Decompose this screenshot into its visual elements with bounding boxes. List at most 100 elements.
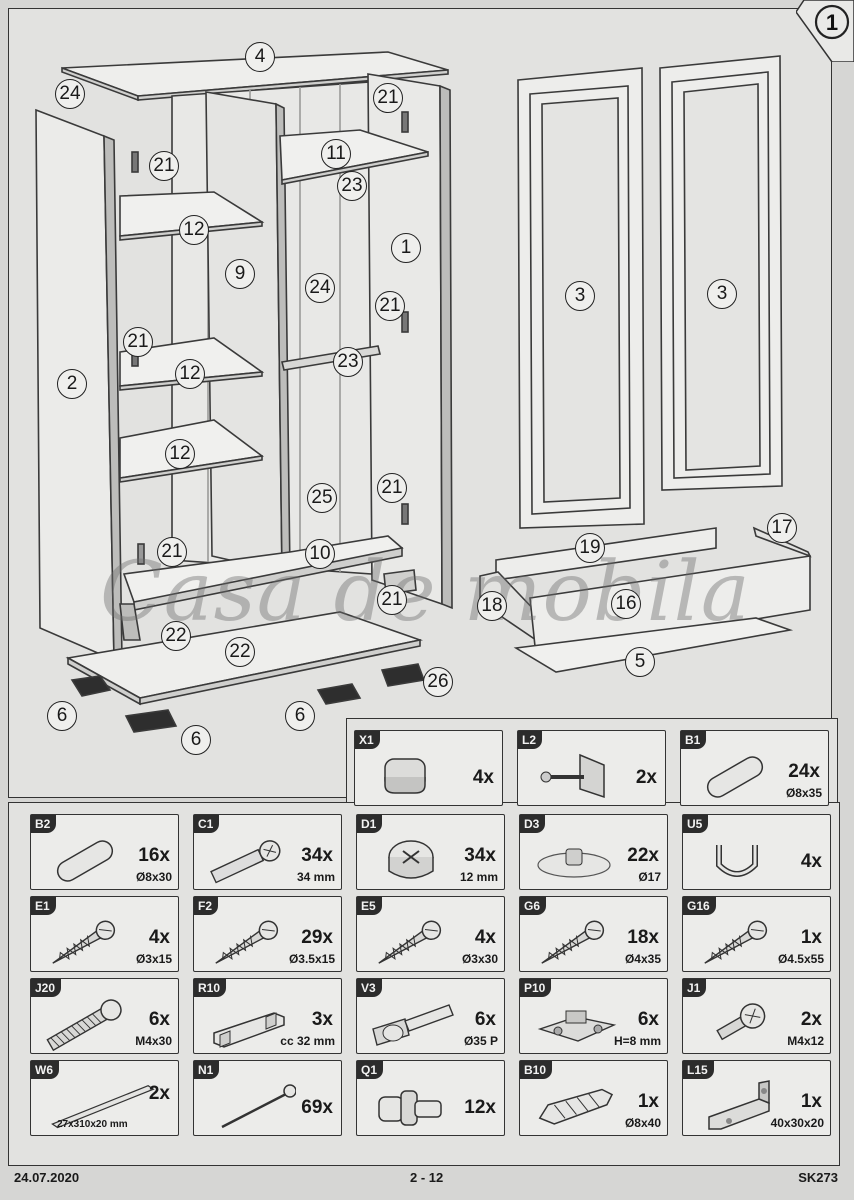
dowel-icon	[706, 756, 764, 798]
part-callout: 11	[321, 139, 351, 169]
hardware-dimension: Ø4x35	[624, 952, 661, 966]
wood-strip-icon	[51, 1085, 155, 1129]
step-marker: 1	[796, 0, 854, 62]
hardware-quantity: 6x	[148, 1009, 170, 1030]
part-callout: 12	[165, 439, 195, 469]
hardware-code: E1	[31, 897, 56, 915]
hardware-dimension: M4x30	[135, 1034, 172, 1048]
hardware-dimension: 27x310x20 mm	[57, 1119, 128, 1130]
cam-bolt-icon	[210, 840, 281, 884]
hinge-icon	[372, 1004, 454, 1046]
hardware-quantity: 6x	[637, 1009, 659, 1030]
hardware-dimension: Ø3x30	[461, 952, 498, 966]
step-number: 1	[826, 10, 838, 35]
part-callout: 5	[625, 647, 655, 677]
cover-cap-icon	[537, 848, 611, 878]
hardware-code: V3	[357, 979, 382, 997]
hardware-quantity: 4x	[148, 927, 170, 948]
part-callout: 18	[477, 591, 507, 621]
hardware-dimension: Ø3.5x15	[288, 952, 335, 966]
part-callout: 17	[767, 513, 797, 543]
hardware-cell-q1: Q1 12x	[356, 1060, 505, 1136]
hardware-code: Q1	[357, 1061, 384, 1079]
part-callout: 21	[149, 151, 179, 181]
dowel-icon	[56, 840, 114, 882]
watermark: Casa de mobila	[100, 545, 751, 640]
cam-lock-icon	[388, 840, 434, 879]
hardware-code: D3	[520, 815, 546, 833]
hardware-code: N1	[194, 1061, 220, 1079]
hardware-quantity: 1x	[637, 1091, 659, 1112]
wardrobe-exploded-view	[35, 51, 812, 733]
hardware-dimension: Ø8x35	[785, 786, 822, 800]
screw-icon	[378, 920, 442, 964]
part-callout: 21	[377, 585, 407, 615]
hardware-dimension: H=8 mm	[613, 1034, 661, 1048]
part-callout: 1	[391, 233, 421, 263]
hardware-quantity: 2x	[800, 1009, 822, 1030]
hardware-quantity: 4x	[800, 851, 822, 872]
hardware-dimension: Ø3x15	[135, 952, 172, 966]
part-callout: 23	[337, 171, 367, 201]
hardware-quantity: 2x	[148, 1083, 170, 1104]
hardware-quantity: 12x	[464, 1097, 496, 1118]
hardware-code: J1	[683, 979, 707, 997]
part-callout: 2	[57, 369, 87, 399]
part-callout: 16	[611, 589, 641, 619]
part-callout: 21	[377, 473, 407, 503]
rail-support-icon	[716, 845, 758, 877]
hardware-quantity: 16x	[138, 845, 170, 866]
screw-icon	[215, 920, 279, 964]
hardware-dimension: 40x30x20	[770, 1116, 824, 1130]
glide-pad-icon	[384, 758, 426, 794]
hardware-dimension: 34 mm	[296, 870, 335, 884]
hardware-code: U5	[683, 815, 709, 833]
part-callout: 21	[375, 291, 405, 321]
handle-icon	[213, 1012, 285, 1048]
hardware-code: L2	[518, 731, 543, 749]
angle-bracket-icon	[708, 1080, 770, 1130]
screw-icon	[704, 920, 768, 964]
part-callout: 6	[47, 701, 77, 731]
hardware-quantity: 4x	[472, 767, 494, 788]
hardware-code: B10	[520, 1061, 553, 1079]
part-callout: 9	[225, 259, 255, 289]
hardware-dimension: Ø35 P	[463, 1034, 498, 1048]
hardware-code: B1	[681, 731, 707, 749]
hardware-quantity: 1x	[800, 927, 822, 948]
hinge-plate-icon	[537, 1010, 617, 1042]
hardware-quantity: 3x	[311, 1009, 333, 1030]
hardware-quantity: 4x	[474, 927, 496, 948]
footer-model: SK273	[798, 1170, 838, 1185]
bolt-icon	[46, 999, 122, 1052]
part-callout: 4	[245, 42, 275, 72]
part-callout: 21	[373, 83, 403, 113]
hardware-quantity: 29x	[301, 927, 333, 948]
part-callout: 6	[285, 701, 315, 731]
hardware-code: G16	[683, 897, 716, 915]
footer-date: 24.07.2020	[14, 1170, 80, 1185]
part-callout: 12	[175, 359, 205, 389]
hardware-dimension: Ø8x30	[135, 870, 172, 884]
hardware-code: P10	[520, 979, 552, 997]
nail-icon	[221, 1084, 296, 1129]
part-callout: 24	[55, 79, 85, 109]
hardware-code: F2	[194, 897, 219, 915]
hardware-code: W6	[31, 1061, 59, 1079]
part-callout: 10	[305, 539, 335, 569]
hardware-quantity: 18x	[627, 927, 659, 948]
hardware-code: E5	[357, 897, 382, 915]
